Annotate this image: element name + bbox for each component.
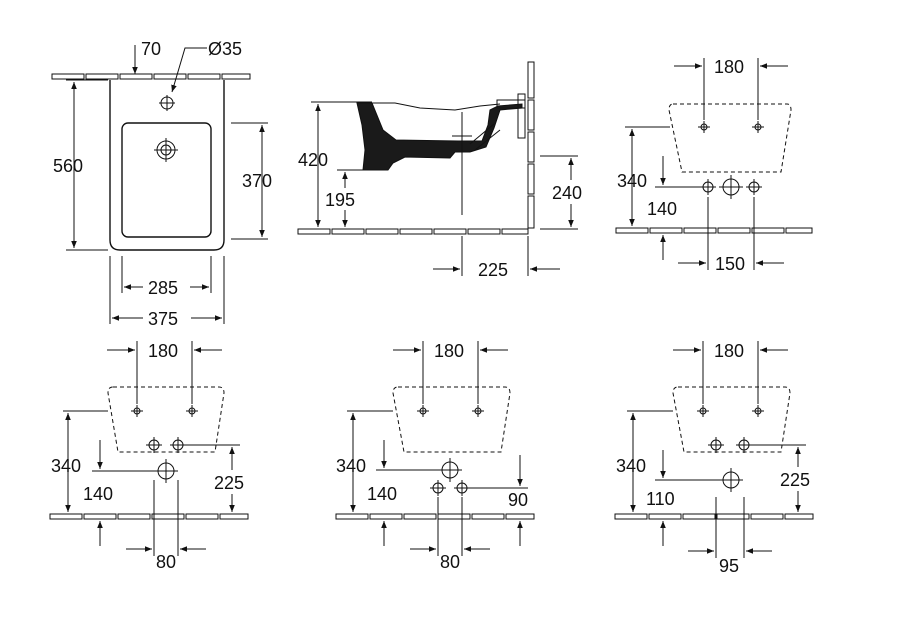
variant-b-supply-spacing-label: 80 xyxy=(440,552,460,572)
variant-c-fixing-height-label: 340 xyxy=(616,456,646,476)
side-floor xyxy=(297,228,529,235)
bidet-outline xyxy=(109,80,225,251)
variant-a-fixing-holes-icon xyxy=(131,405,198,417)
variant-b-outline xyxy=(392,386,511,453)
front-fixing-height-label: 340 xyxy=(617,171,647,191)
top-width-label: 375 xyxy=(148,309,178,329)
variant-a-supply-height-label: 225 xyxy=(214,473,244,493)
variant-a-waste-icon xyxy=(154,459,178,483)
variant-c-floor xyxy=(614,513,814,520)
bidet-section xyxy=(356,102,523,171)
side-height-label: 420 xyxy=(298,150,328,170)
variant-c: 180 340 110 225 95 xyxy=(614,341,814,576)
variant-c-fixing-spacing-label: 180 xyxy=(714,341,744,361)
variant-c-outline xyxy=(672,386,791,453)
variant-b-supply-height-label: 90 xyxy=(508,490,528,510)
front-fixing-spacing-label: 180 xyxy=(714,57,744,77)
variant-c-waste-height-label: 110 xyxy=(646,489,675,509)
variant-c-fixing-holes-icon xyxy=(697,405,764,417)
top-view: 70 Ø35 560 370 285 375 xyxy=(51,39,272,329)
variant-a: 180 340 140 225 80 xyxy=(49,341,249,572)
front-outline xyxy=(668,103,792,173)
fixing-hole-right-icon xyxy=(752,121,764,133)
top-bowl-depth-label: 370 xyxy=(242,171,272,191)
variant-a-floor xyxy=(49,513,249,520)
top-diameter-label: Ø35 xyxy=(208,39,242,59)
wall-strip xyxy=(51,73,251,80)
variant-b-floor xyxy=(335,513,535,520)
side-view: 420 195 240 225 xyxy=(297,61,582,280)
variant-a-supply-holes-icon xyxy=(146,437,186,453)
side-wall xyxy=(527,61,535,229)
drain-icon xyxy=(154,138,178,162)
variant-c-supply-height-label: 225 xyxy=(780,470,810,490)
variant-a-waste-height-label: 140 xyxy=(83,484,113,504)
side-foot-label: 195 xyxy=(325,190,355,210)
top-bowl-width-label: 285 xyxy=(148,278,178,298)
supply-holes-icon xyxy=(700,175,762,199)
variant-b-fixing-holes-icon xyxy=(417,405,484,417)
variant-c-supply-holes-icon xyxy=(708,437,752,453)
bowl-outline xyxy=(121,122,212,238)
front-supply-spacing-label: 150 xyxy=(715,254,745,274)
top-offset-label: 70 xyxy=(141,39,161,59)
variant-c-waste-icon xyxy=(719,468,743,492)
variant-b-supply-holes-icon xyxy=(430,480,470,496)
tap-hole-icon xyxy=(159,95,175,111)
variant-b-fixing-spacing-label: 180 xyxy=(434,341,464,361)
front-supply-height-label: 140 xyxy=(647,199,677,219)
side-connection-label: 240 xyxy=(552,183,582,203)
top-depth-label: 560 xyxy=(53,156,83,176)
front-floor xyxy=(615,227,813,234)
variant-b-waste-height-label: 140 xyxy=(367,484,397,504)
variant-b: 180 340 140 90 80 xyxy=(335,341,535,572)
variant-a-fixing-height-label: 340 xyxy=(51,456,81,476)
fixing-hole-left-icon xyxy=(698,121,710,133)
variant-a-outline xyxy=(107,386,225,453)
front-view: 180 340 140 150 xyxy=(615,57,813,274)
variant-a-fixing-spacing-label: 180 xyxy=(148,341,178,361)
variant-c-supply-spacing-label: 95 xyxy=(719,556,739,576)
variant-b-waste-icon xyxy=(438,458,462,482)
variant-b-fixing-height-label: 340 xyxy=(336,456,366,476)
side-projection-label: 225 xyxy=(478,260,508,280)
variant-a-supply-spacing-label: 80 xyxy=(156,552,176,572)
